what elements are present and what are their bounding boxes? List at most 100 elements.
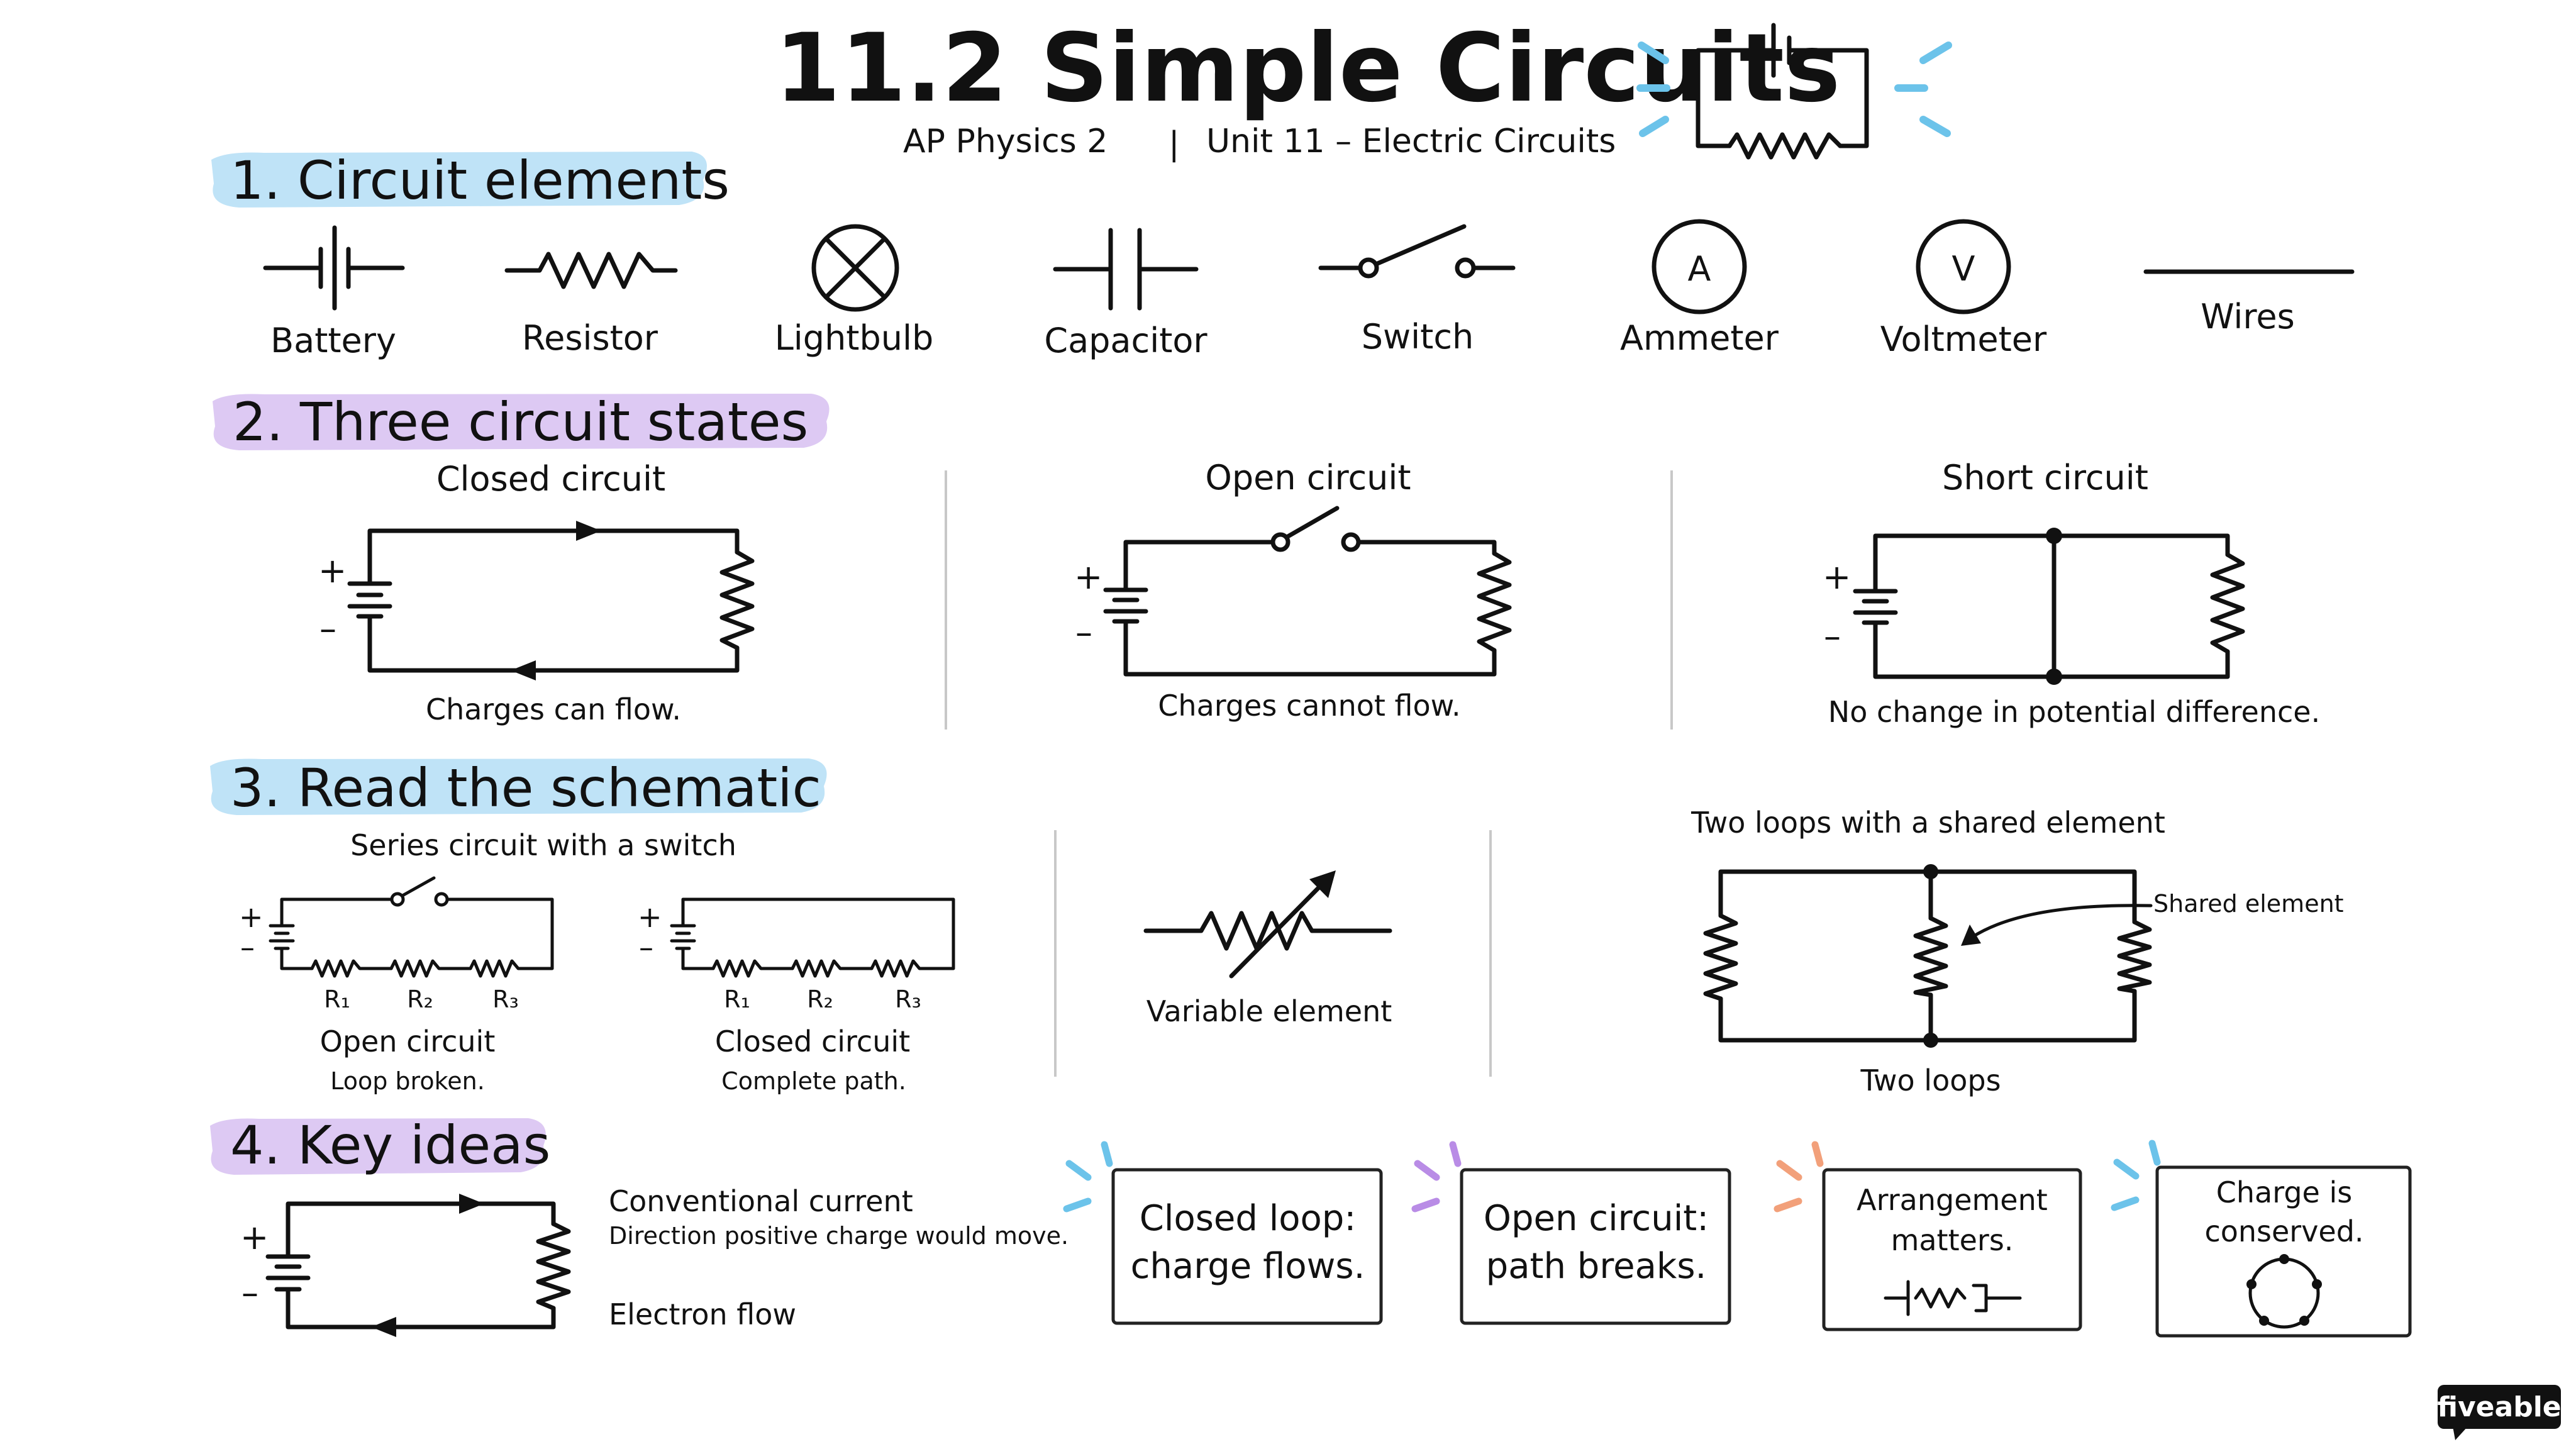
resistor-label-r3: R₃ [492, 985, 519, 1013]
battery-symbol [263, 225, 405, 311]
current-arrow-icon [511, 660, 536, 680]
electron-flow-label: Electron flow [609, 1297, 796, 1331]
closed-circuit-caption: Charges can flow. [426, 692, 681, 726]
header-spark-icon [1636, 42, 1952, 137]
brand-logo: fiveable [2437, 1385, 2562, 1440]
polarity-plus: + [1823, 557, 1851, 597]
highlight-swash [213, 394, 830, 450]
voltmeter-symbol: V [1916, 219, 2011, 314]
short-circuit-title: Short circuit [1942, 458, 2148, 497]
polarity-minus: – [639, 930, 653, 964]
card-line-2: charge flows. [1131, 1246, 1365, 1287]
variable-resistor-symbol [1143, 870, 1392, 979]
short-circuit-diagram [1853, 528, 2245, 685]
charge-loop-icon [2246, 1254, 2322, 1329]
key-idea-card: Open circuit: path breaks. [1460, 1168, 1731, 1325]
highlight-swash [210, 758, 827, 815]
resistor-label-r2: R₂ [807, 985, 833, 1013]
header-circuit-icon [1696, 23, 1869, 160]
series-open-diagram [269, 876, 554, 978]
arrow-head-icon [1961, 924, 1981, 946]
series-open-note: Loop broken. [330, 1067, 485, 1095]
resistor-label-r2: R₂ [407, 985, 433, 1013]
shared-element-label: Shared element [2153, 890, 2344, 918]
section-1-title: 1. Circuit elements [230, 150, 730, 211]
section-3-heading: 3. Read the schematic [210, 757, 827, 819]
card-line-2: path breaks. [1486, 1246, 1707, 1287]
course-label: AP Physics 2 [903, 123, 1108, 160]
resistor-label-r1: R₁ [724, 985, 750, 1013]
polarity-minus: – [240, 930, 255, 964]
card-line-1: Arrangement [1857, 1183, 2048, 1217]
spark-icon [2111, 1140, 2161, 1211]
mini-circuit-icon [1884, 1280, 2022, 1316]
conventional-current-label: Conventional current [609, 1184, 913, 1218]
element-label-switch: Switch [1362, 317, 1474, 357]
header-divider: | [1169, 125, 1180, 163]
key-idea-card: Charge is conserved. [2155, 1165, 2412, 1338]
resistor-label-r3: R₃ [895, 985, 921, 1013]
arrow-head-icon [1309, 870, 1336, 898]
polarity-minus: – [1824, 616, 1841, 656]
spark-icon [1774, 1141, 1824, 1213]
current-arrow-icon [576, 521, 601, 541]
conventional-current-note: Direction positive charge would move. [609, 1222, 1069, 1250]
element-label-wires: Wires [2201, 297, 2295, 336]
polarity-plus: + [1074, 557, 1102, 597]
polarity-minus: – [242, 1273, 258, 1313]
spark-icon [1063, 1141, 1113, 1213]
two-loops-title: Two loops with a shared element [1690, 806, 2165, 840]
section-1-heading: 1. Circuit elements [211, 150, 730, 211]
key-idea-card: Closed loop: charge flows. [1111, 1168, 1383, 1325]
polarity-plus: + [318, 551, 347, 591]
open-circuit-title: Open circuit [1205, 458, 1411, 497]
card-line-1: Open circuit: [1484, 1198, 1709, 1239]
short-circuit-caption: No change in potential difference. [1828, 695, 2320, 729]
switch-symbol [1318, 224, 1516, 279]
two-loops-diagram [1703, 864, 2153, 1048]
card-line-1: Closed loop: [1140, 1198, 1356, 1239]
open-circuit-caption: Charges cannot flow. [1158, 689, 1460, 723]
series-circuit-title: Series circuit with a switch [350, 828, 736, 862]
element-label-voltmeter: Voltmeter [1880, 319, 2047, 359]
brand-name: fiveable [2437, 1391, 2561, 1423]
unit-label: Unit 11 – Electric Circuits [1206, 123, 1616, 160]
series-closed-diagram [670, 897, 955, 978]
two-loops-caption: Two loops [1860, 1063, 2001, 1097]
polarity-plus: + [638, 900, 662, 934]
section-4-heading: 4. Key ideas [210, 1114, 550, 1176]
section-2-heading: 2. Three circuit states [213, 391, 830, 453]
spark-icon [1411, 1141, 1462, 1213]
voltmeter-letter: V [1952, 249, 1975, 289]
resistor-label-r1: R₁ [324, 985, 350, 1013]
series-closed-label: Closed circuit [715, 1024, 910, 1058]
ammeter-symbol: A [1652, 219, 1747, 314]
key-idea-card: Arrangement matters. [1822, 1168, 2082, 1331]
element-label-resistor: Resistor [522, 318, 658, 358]
card-line-2: matters. [1891, 1223, 2014, 1257]
ammeter-letter: A [1688, 249, 1711, 289]
closed-circuit-diagram [347, 521, 755, 680]
current-arrow-icon [459, 1194, 484, 1214]
section-3-title: 3. Read the schematic [230, 757, 821, 819]
polarity-plus: + [239, 900, 264, 934]
electron-arrow-icon [371, 1317, 396, 1337]
current-direction-diagram [265, 1194, 571, 1337]
series-closed-note: Complete path. [721, 1067, 906, 1095]
page-title: 11.2 Simple Circuits [775, 14, 1840, 123]
lightbulb-symbol [811, 224, 899, 312]
card-line-2: conserved. [2204, 1214, 2363, 1248]
element-label-lightbulb: Lightbulb [775, 318, 934, 358]
element-label-ammeter: Ammeter [1620, 318, 1779, 358]
section-2-title: 2. Three circuit states [233, 391, 808, 453]
highlight-swash [211, 152, 707, 208]
polarity-minus: – [1075, 613, 1092, 652]
resistor-symbol [504, 252, 678, 289]
capacitor-symbol [1053, 228, 1199, 311]
element-label-battery: Battery [270, 321, 396, 360]
element-label-capacitor: Capacitor [1044, 321, 1208, 360]
variable-element-label: Variable element [1146, 994, 1392, 1028]
section-4-title: 4. Key ideas [230, 1114, 550, 1176]
card-line-1: Charge is [2216, 1175, 2352, 1209]
